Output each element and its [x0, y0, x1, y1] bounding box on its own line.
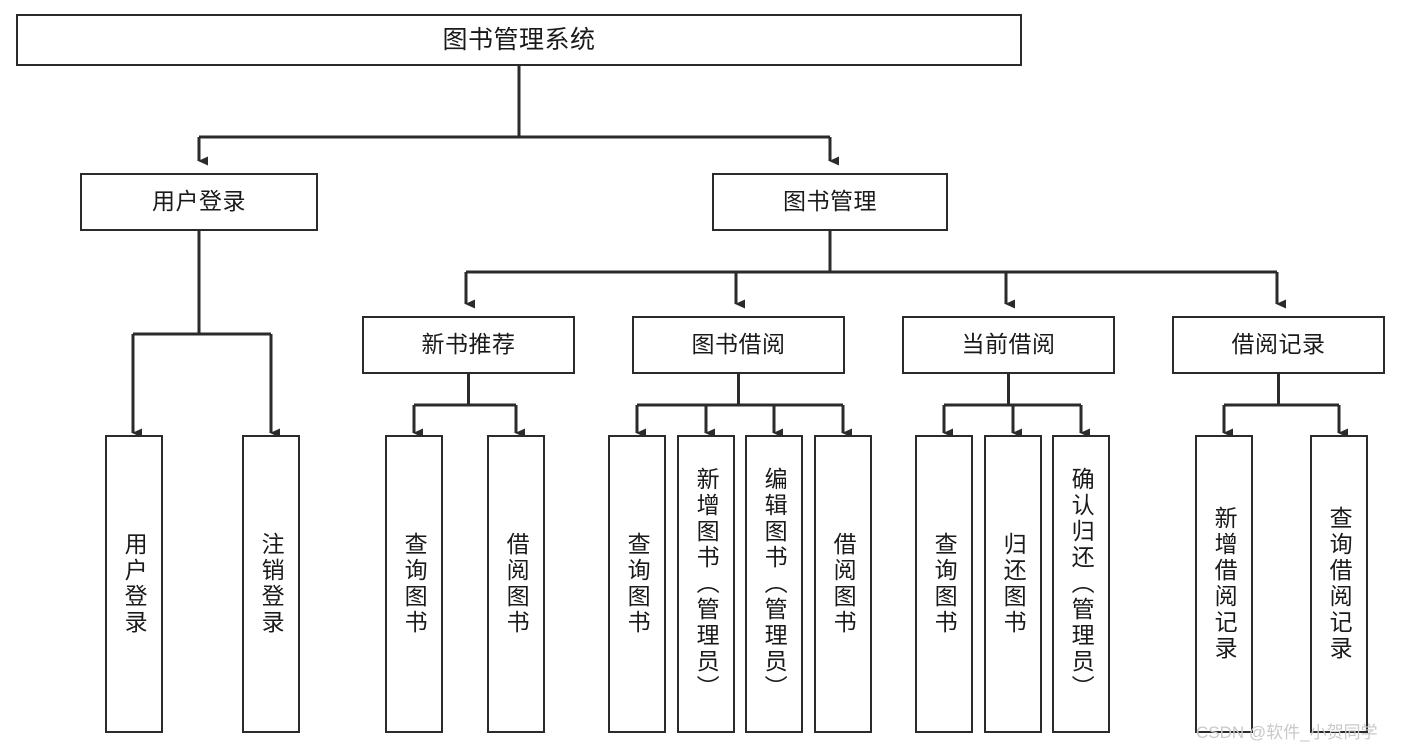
node-new-book-recommend[interactable]: 新书推荐	[362, 316, 575, 374]
node-book-borrow[interactable]: 图书借阅	[632, 316, 845, 374]
node-label-borrow-record: 借阅记录	[1231, 331, 1326, 358]
node-leaf-edit-book[interactable]: 编辑图书（管理员）	[745, 435, 803, 733]
node-leaf-query-borrow-record[interactable]: 查询借阅记录	[1310, 435, 1368, 733]
node-label-leaf-return-book: 归还图书	[1000, 532, 1027, 636]
node-label-leaf-confirm-return: 确认归还（管理员）	[1068, 467, 1095, 701]
node-label-leaf-query-book-borrow: 查询图书	[624, 532, 651, 636]
node-label-leaf-add-book: 新增图书（管理员）	[693, 467, 720, 701]
node-book-management[interactable]: 图书管理	[712, 173, 948, 231]
node-label-current-borrow: 当前借阅	[961, 331, 1056, 358]
node-leaf-confirm-return[interactable]: 确认归还（管理员）	[1052, 435, 1110, 733]
node-leaf-user-login[interactable]: 用户登录	[105, 435, 163, 733]
node-label-book-management: 图书管理	[783, 188, 877, 215]
node-label-leaf-user-logout: 注销登录	[258, 532, 285, 636]
node-label-root: 图书管理系统	[442, 26, 596, 54]
node-label-leaf-add-borrow-record: 新增借阅记录	[1211, 506, 1238, 662]
node-root-system[interactable]: 图书管理系统	[16, 14, 1022, 66]
node-label-user-login: 用户登录	[152, 188, 246, 215]
node-label-leaf-borrow-book: 借阅图书	[830, 532, 857, 636]
node-leaf-add-borrow-record[interactable]: 新增借阅记录	[1195, 435, 1253, 733]
node-label-leaf-query-book-rec: 查询图书	[401, 532, 428, 636]
node-label-new-book-recommend: 新书推荐	[421, 331, 516, 358]
node-current-borrow[interactable]: 当前借阅	[902, 316, 1115, 374]
node-leaf-borrow-book-rec[interactable]: 借阅图书	[487, 435, 545, 733]
node-leaf-return-book[interactable]: 归还图书	[984, 435, 1042, 733]
node-leaf-user-logout[interactable]: 注销登录	[242, 435, 300, 733]
node-label-leaf-query-borrow-record: 查询借阅记录	[1326, 506, 1353, 662]
node-leaf-query-book-rec[interactable]: 查询图书	[385, 435, 443, 733]
node-user-login[interactable]: 用户登录	[80, 173, 318, 231]
node-leaf-add-book[interactable]: 新增图书（管理员）	[677, 435, 735, 733]
node-leaf-borrow-book[interactable]: 借阅图书	[814, 435, 872, 733]
node-label-leaf-borrow-book-rec: 借阅图书	[503, 532, 530, 636]
node-label-leaf-user-login: 用户登录	[121, 532, 148, 636]
node-leaf-query-book-borrow[interactable]: 查询图书	[608, 435, 666, 733]
node-borrow-record[interactable]: 借阅记录	[1172, 316, 1385, 374]
node-label-leaf-query-book-current: 查询图书	[931, 532, 958, 636]
node-label-book-borrow: 图书借阅	[691, 331, 786, 358]
node-label-leaf-edit-book: 编辑图书（管理员）	[761, 467, 788, 701]
node-leaf-query-book-current[interactable]: 查询图书	[915, 435, 973, 733]
